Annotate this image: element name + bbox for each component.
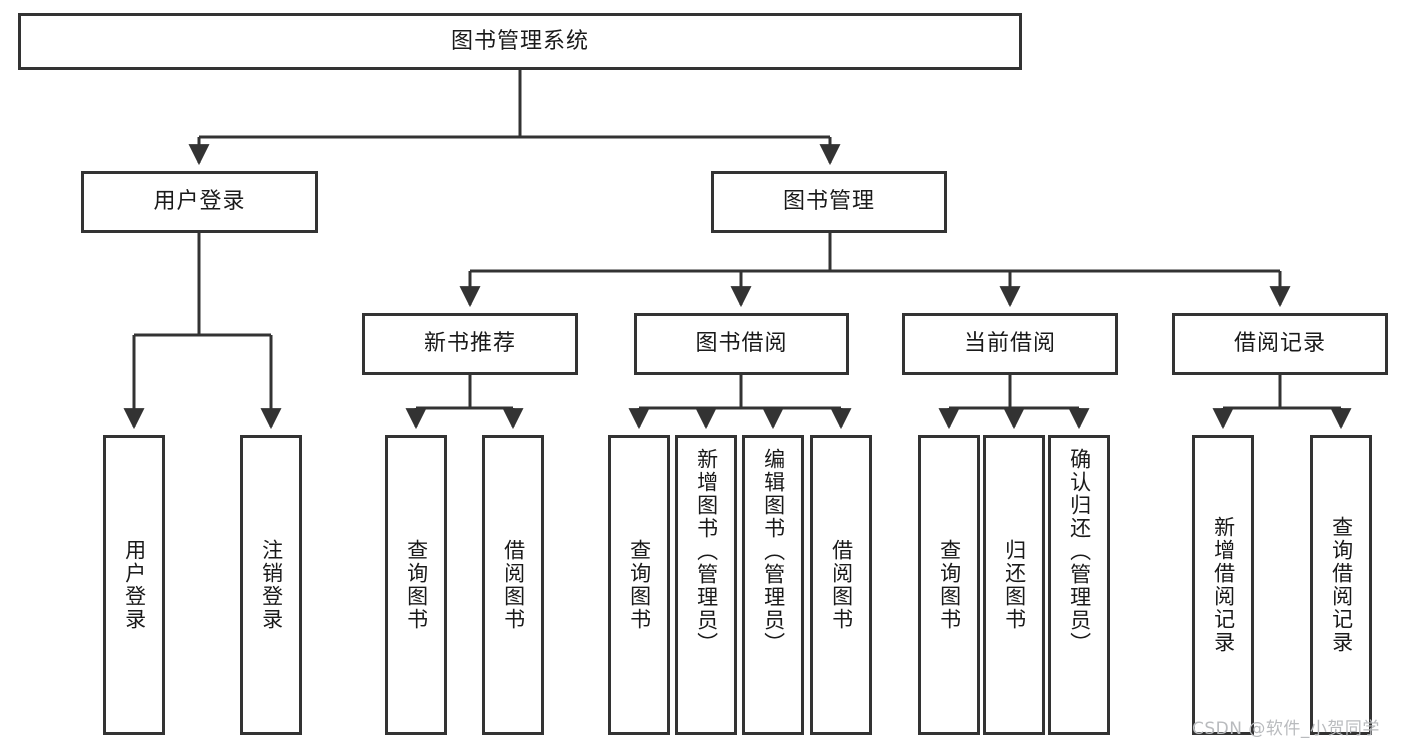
node-level2-current-borrow[interactable]: 当前借阅 (902, 313, 1118, 375)
node-leaf-query-borrow-record[interactable]: 查询借阅记录 (1310, 435, 1372, 735)
node-leaf-borrow-book[interactable]: 借阅图书 (810, 435, 872, 735)
node-leaf-query-book-current[interactable]: 查询图书 (918, 435, 980, 735)
node-leaf-query-book-borrow[interactable]: 查询图书 (608, 435, 670, 735)
node-root[interactable]: 图书管理系统 (18, 13, 1022, 70)
node-leaf-add-borrow-record[interactable]: 新增借阅记录 (1192, 435, 1254, 735)
node-level2-new-book-recommend[interactable]: 新书推荐 (362, 313, 578, 375)
node-leaf-logout[interactable]: 注销登录 (240, 435, 302, 735)
watermark: CSDN @软件_小贺同学 (1192, 719, 1380, 739)
node-level2-borrow-record[interactable]: 借阅记录 (1172, 313, 1388, 375)
node-level2-book-borrow[interactable]: 图书借阅 (634, 313, 849, 375)
node-leaf-edit-book-admin[interactable]: 编辑图书（管理员） (742, 435, 804, 735)
node-level1-book-management[interactable]: 图书管理 (711, 171, 947, 233)
node-leaf-query-book-newbook[interactable]: 查询图书 (385, 435, 447, 735)
node-leaf-confirm-return-admin[interactable]: 确认归还（管理员） (1048, 435, 1110, 735)
node-leaf-add-book-admin[interactable]: 新增图书（管理员） (675, 435, 737, 735)
node-level1-user-login[interactable]: 用户登录 (81, 171, 318, 233)
node-leaf-borrow-book-newbook[interactable]: 借阅图书 (482, 435, 544, 735)
node-leaf-return-book[interactable]: 归还图书 (983, 435, 1045, 735)
node-leaf-user-login[interactable]: 用户登录 (103, 435, 165, 735)
